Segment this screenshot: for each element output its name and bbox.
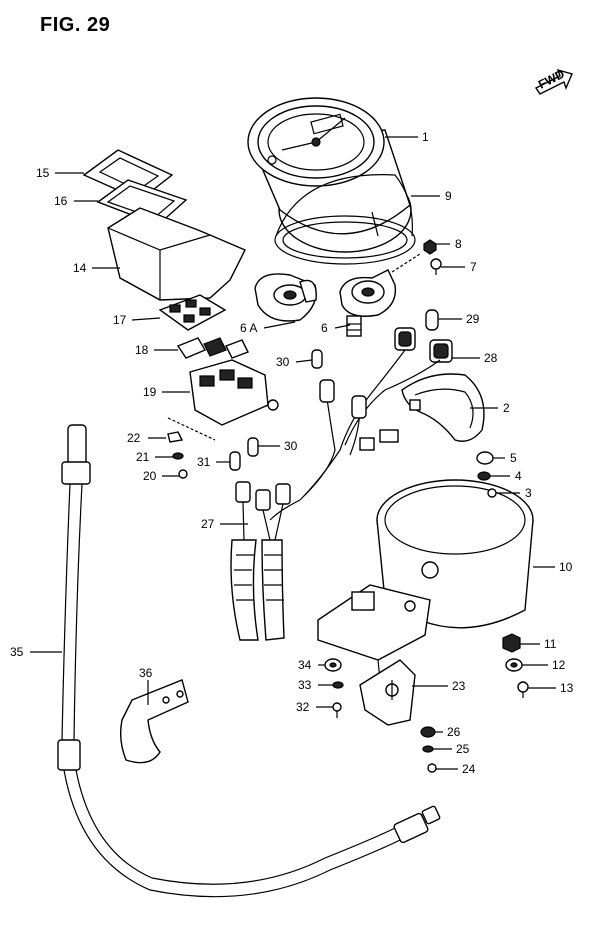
screw-7 <box>430 258 442 275</box>
callout-23: 23 <box>452 679 466 693</box>
callout-18: 18 <box>135 343 149 357</box>
callout-13: 13 <box>560 681 574 695</box>
cushion-5 <box>476 451 494 465</box>
callout-35: 35 <box>10 645 24 659</box>
indicator-bracket-2 <box>401 373 485 442</box>
figure-title: FIG. 29 <box>40 14 111 36</box>
washer-25 <box>422 745 434 753</box>
indicator-case-14 <box>107 207 246 301</box>
callout-28: 28 <box>484 351 498 365</box>
screw-32 <box>332 702 342 718</box>
callout-15: 15 <box>36 166 50 180</box>
callout-labels: 1 9 8 7 6 A 6 29 28 2 5 4 3 10 11 12 13 … <box>10 130 574 776</box>
bulb-29 <box>425 309 439 331</box>
gauge-ring <box>274 174 416 265</box>
lamp-housing-19 <box>189 359 279 426</box>
callout-14: 14 <box>73 261 87 275</box>
lamp-filters-18 <box>176 337 249 359</box>
cushion-22 <box>167 431 184 443</box>
callout-12: 12 <box>552 658 566 672</box>
callout-16: 16 <box>54 194 68 208</box>
callout-31: 31 <box>197 455 211 469</box>
callout-25: 25 <box>456 742 470 756</box>
callout-11: 11 <box>544 637 557 651</box>
callout-17: 17 <box>113 313 127 327</box>
nut-8 <box>423 239 437 255</box>
callout-22: 22 <box>127 431 141 445</box>
bracket-6 <box>339 269 397 337</box>
cable-clamp-36 <box>119 679 189 764</box>
grommet-11 <box>502 633 521 653</box>
leader-lines <box>30 136 556 770</box>
socket-28 <box>394 327 453 363</box>
callout-2: 2 <box>503 401 510 415</box>
callout-6: 6 <box>321 321 328 335</box>
callout-24: 24 <box>462 762 476 776</box>
grommet-34 <box>324 658 342 672</box>
callout-8: 8 <box>455 237 462 251</box>
socket-bundle-27 <box>230 481 291 641</box>
callout-30-upper: 30 <box>276 355 290 369</box>
cushion-26 <box>420 726 436 738</box>
screw-3 <box>487 488 497 498</box>
callout-20: 20 <box>143 469 157 483</box>
bracket-23 <box>359 659 416 726</box>
mounting-plate <box>317 584 431 681</box>
screw-13 <box>517 681 529 698</box>
callout-34: 34 <box>298 658 312 672</box>
callout-27: 27 <box>201 517 215 531</box>
callout-7: 7 <box>470 260 477 274</box>
callout-21: 21 <box>136 450 150 464</box>
callout-4: 4 <box>515 469 522 483</box>
bulb-30-lower <box>247 437 259 457</box>
callout-3: 3 <box>525 486 532 500</box>
callout-19: 19 <box>143 385 157 399</box>
bulb-30-upper <box>311 349 323 369</box>
fwd-arrow-icon: FWD <box>534 67 573 95</box>
bulb-31 <box>229 451 241 471</box>
callout-30-lower: 30 <box>284 439 298 453</box>
callout-5: 5 <box>510 451 517 465</box>
screw-24 <box>427 763 437 773</box>
callout-29: 29 <box>466 312 480 326</box>
washer-33 <box>332 681 344 689</box>
callout-32: 32 <box>296 700 310 714</box>
lamp-plate-17 <box>158 294 227 331</box>
washer-21 <box>172 452 184 460</box>
callout-36: 36 <box>139 666 153 680</box>
callout-10: 10 <box>559 560 573 574</box>
screw-20 <box>178 469 188 479</box>
washer-12 <box>505 658 523 672</box>
callout-1: 1 <box>422 130 429 144</box>
callout-33: 33 <box>298 678 312 692</box>
speedometer-gauge <box>247 97 412 253</box>
wiring-harness <box>269 349 441 521</box>
speedometer-cable-35 <box>57 424 441 898</box>
washer-4 <box>477 471 491 481</box>
bracket-6a <box>254 273 317 322</box>
callout-26: 26 <box>447 725 461 739</box>
callout-6a: 6 A <box>240 321 257 335</box>
callout-9: 9 <box>445 189 452 203</box>
